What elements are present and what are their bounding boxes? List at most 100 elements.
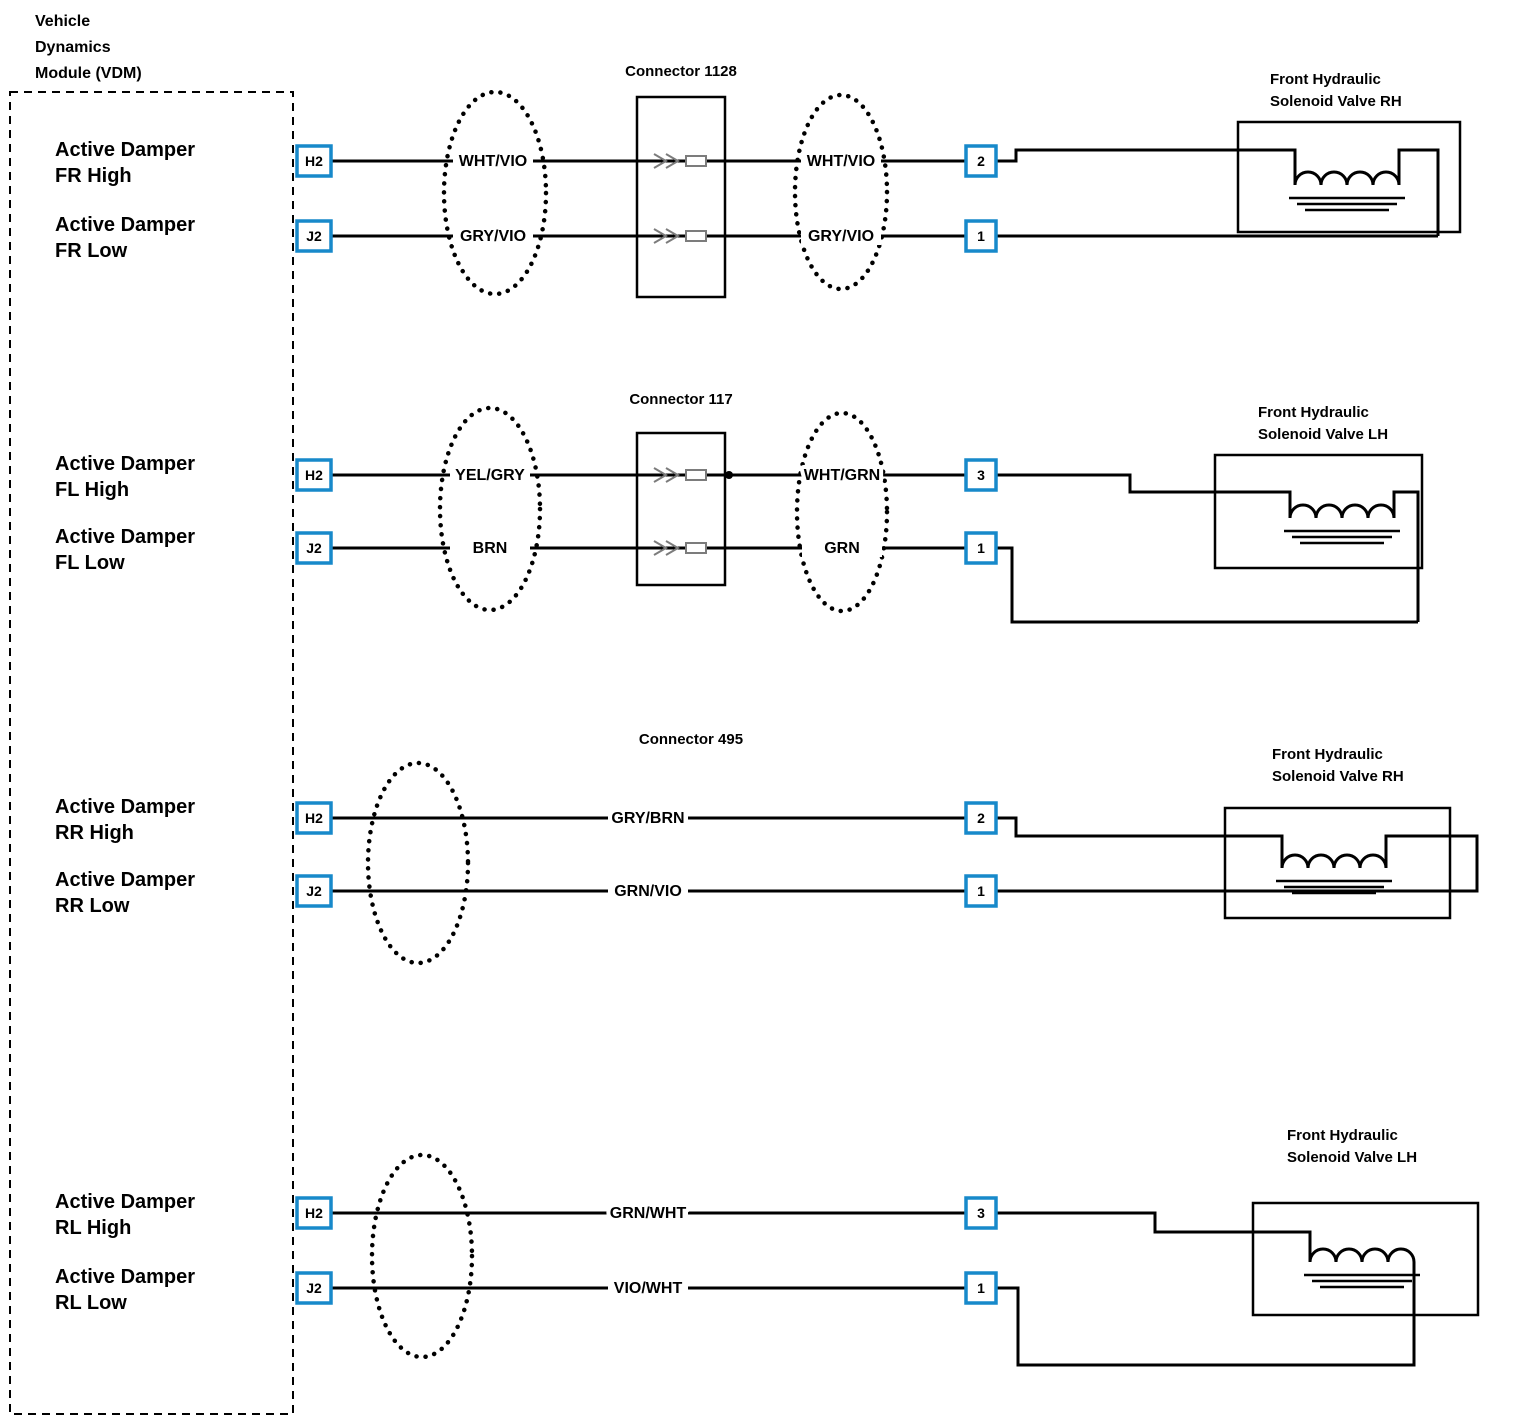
valve-pin-1-label: 1 [977, 883, 985, 899]
circuit-label-line2: FL High [55, 479, 129, 501]
valve-title-line1: Front Hydraulic [1270, 71, 1381, 88]
connector-title: Connector 1128 [625, 63, 737, 80]
valve-title-line2: Solenoid Valve RH [1272, 768, 1404, 785]
connector-box [635, 95, 727, 299]
valve-pin-2-label: 2 [977, 810, 985, 826]
vdm-box [9, 91, 294, 1415]
vdm-pin-h2 [295, 458, 333, 492]
harness-ellipse-right [792, 92, 890, 292]
circuit-label-line2: RR Low [55, 895, 130, 917]
solenoid-coil [1308, 1247, 1416, 1263]
vdm-title-line2: Dynamics [35, 39, 111, 56]
wire-color-label: WHT/VIO [459, 153, 527, 170]
valve-wire-high [996, 1211, 1312, 1262]
vdm-module: Vehicle Dynamics Module (VDM) [9, 13, 294, 1415]
wire-color-label: GRY/VIO [460, 228, 526, 245]
pass-through-icon [653, 540, 680, 556]
valve-wire-return [1397, 148, 1440, 236]
junction-dot [725, 471, 733, 479]
connector-title: Connector 495 [639, 731, 743, 748]
circuit-label-line1: Active Damper [55, 526, 195, 548]
pass-through-terminal-icon [685, 469, 707, 481]
circuit-rl: Front Hydraulic Solenoid Valve LH H2 J2 … [55, 1127, 1480, 1367]
wire-label-bg [453, 227, 533, 245]
vdm-title-line3: Module (VDM) [35, 65, 142, 82]
valve-title-line2: Solenoid Valve RH [1270, 93, 1402, 110]
vdm-pin-j2 [295, 531, 333, 565]
coil-core [1276, 879, 1392, 895]
circuit-label-line1: Active Damper [55, 214, 195, 236]
wire-label-bg [802, 539, 882, 557]
wire-color-label: GRN/VIO [614, 883, 682, 900]
valve-pin-2 [964, 801, 998, 835]
vdm-pin-j2-label: J2 [306, 883, 322, 899]
pass-through-terminal-icon [685, 155, 707, 167]
coil-core [1284, 529, 1400, 545]
valve-pin-1-label: 1 [977, 1280, 985, 1296]
vdm-title-line1: Vehicle [35, 13, 90, 30]
wire-color-label: WHT/VIO [807, 153, 875, 170]
harness-ellipse-left [437, 405, 543, 613]
valve-pin-1 [964, 531, 998, 565]
circuit-label-line1: Active Damper [55, 1266, 195, 1288]
circuit-fl: Connector 117 Front Hydraulic Solenoid V… [55, 391, 1424, 624]
wire-color-label: VIO/WHT [614, 1280, 683, 1297]
valve-pin-1-label: 1 [977, 540, 985, 556]
wire-color-label: YEL/GRY [455, 467, 525, 484]
valve-title-line1: Front Hydraulic [1272, 746, 1383, 763]
circuit-label-line2: FR High [55, 165, 132, 187]
connector-box [635, 431, 727, 587]
wire-color-label: GRY/BRN [611, 810, 684, 827]
vdm-pin-j2 [295, 1271, 333, 1305]
wire-label-bg [802, 466, 882, 484]
valve-wire-low [996, 1262, 1416, 1367]
harness-ellipse-right [794, 410, 890, 614]
solenoid-coil [1293, 170, 1401, 186]
circuit-label-line2: RR High [55, 822, 134, 844]
vdm-pin-h2 [295, 801, 333, 835]
valve-pin-2-label: 2 [977, 153, 985, 169]
vdm-pin-h2-label: H2 [305, 153, 323, 169]
circuit-label-line2: FR Low [55, 240, 128, 262]
valve-box [1223, 806, 1452, 920]
coil-core [1304, 1273, 1420, 1289]
wire-color-label: WHT/GRN [804, 467, 880, 484]
vdm-pin-h2-label: H2 [305, 467, 323, 483]
valve-pin-3-label: 3 [977, 467, 985, 483]
valve-wire-high [996, 473, 1292, 518]
valve-pin-2 [964, 144, 998, 178]
wire-color-label: BRN [473, 540, 508, 557]
harness-ellipse-left [365, 760, 471, 966]
circuit-label-line1: Active Damper [55, 869, 195, 891]
pass-through-terminal-icon [685, 230, 707, 242]
circuit-label-line2: RL High [55, 1217, 131, 1239]
circuit-label-line1: Active Damper [55, 796, 195, 818]
circuit-label-line1: Active Damper [55, 1191, 195, 1213]
valve-wire-return [1392, 490, 1420, 622]
wire-label-bg [450, 466, 530, 484]
wire-color-label: GRY/VIO [808, 228, 874, 245]
circuit-rr: Connector 495 Front Hydraulic Solenoid V… [55, 731, 1479, 966]
valve-pin-1 [964, 874, 998, 908]
harness-ellipse-left [441, 89, 549, 297]
wire-color-label: GRN [824, 540, 860, 557]
wire-label-bg [608, 882, 688, 900]
valve-title-line1: Front Hydraulic [1287, 1127, 1398, 1144]
wire-label-bg [608, 809, 688, 827]
vdm-pin-h2-label: H2 [305, 810, 323, 826]
vdm-pin-j2 [295, 874, 333, 908]
pass-through-terminal-icon [685, 542, 707, 554]
valve-title-line2: Solenoid Valve LH [1287, 1149, 1417, 1166]
wire-label-bg [801, 227, 881, 245]
wire-label-bg [608, 1204, 688, 1222]
valve-wire-low [996, 834, 1479, 893]
vdm-pin-h2-label: H2 [305, 1205, 323, 1221]
valve-pin-3 [964, 458, 998, 492]
circuit-label-line2: RL Low [55, 1292, 127, 1314]
circuit-fr: Connector 1128 Front Hydraulic Solenoid … [55, 63, 1462, 299]
wire-label-bg [608, 1279, 688, 1297]
circuit-label-line2: FL Low [55, 552, 125, 574]
vdm-pin-h2 [295, 144, 333, 178]
harness-ellipse-left [369, 1152, 475, 1360]
